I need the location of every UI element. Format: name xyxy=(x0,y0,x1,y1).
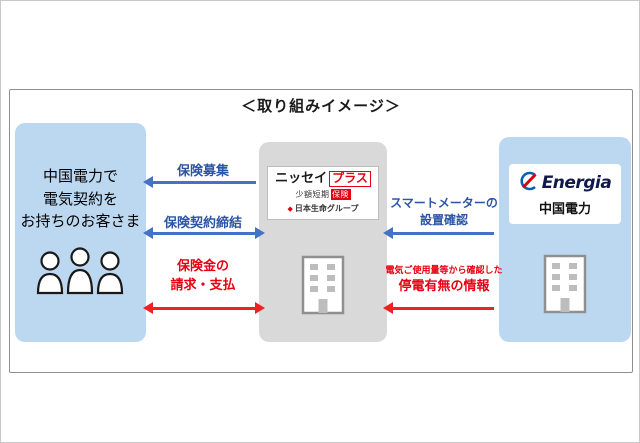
arrow-claims-payment xyxy=(143,302,265,314)
energia-box: Energia 中国電力 xyxy=(499,137,631,342)
nissay-box: ニッセイプラス 少額短期保険 ◆日本生命グループ xyxy=(259,142,387,342)
people-icon xyxy=(15,245,146,295)
nissay-subtitle-left: 少額短期 xyxy=(295,189,330,199)
energia-company-text: 中国電力 xyxy=(538,202,591,217)
customers-label: 中国電力で 電気契約を お持ちのお客さま xyxy=(20,167,141,230)
label-smart-meter-check: スマートメーターの 設置確認 xyxy=(390,196,498,227)
arrowhead-left-icon xyxy=(143,302,153,314)
nissay-name-black: ニッセイ xyxy=(275,171,328,186)
arrow-outage-info xyxy=(383,302,494,314)
label-claims-payment: 保険金の 請求・支払 xyxy=(170,259,236,293)
arrow-insurance-recruitment xyxy=(143,176,256,188)
arrowhead-right-icon xyxy=(255,227,265,239)
nissay-logo: ニッセイプラス 少額短期保険 ◆日本生命グループ xyxy=(267,166,379,220)
arrowhead-left-icon xyxy=(383,227,393,239)
nissay-logo-subtitle: 少額短期保険 xyxy=(268,188,378,200)
energia-mark-icon xyxy=(519,171,539,195)
arrow-contract-conclusion xyxy=(143,227,265,239)
arrow-smart-meter-check xyxy=(383,227,494,239)
label-insurance-recruitment: 保険募集 xyxy=(176,164,229,179)
nissay-group-text: 日本生命グループ xyxy=(294,203,359,213)
energia-logo-row: Energia xyxy=(509,171,621,195)
arrowhead-left-icon xyxy=(143,227,153,239)
nissay-subtitle-right: 保険 xyxy=(330,188,351,200)
customers-box: 中国電力で 電気契約を お持ちのお客さま xyxy=(15,123,146,342)
building-icon xyxy=(542,253,588,319)
energia-brand-text: Energia xyxy=(541,173,612,193)
nissay-group-label: ◆日本生命グループ xyxy=(268,203,378,214)
arrowhead-left-icon xyxy=(143,176,153,188)
nippon-life-mark-icon: ◆ xyxy=(287,204,293,213)
arrowhead-left-icon xyxy=(383,302,393,314)
building-icon xyxy=(300,254,346,320)
label-outage-info-note: 電気ご使用量等から確認した xyxy=(385,266,503,276)
nissay-logo-name: ニッセイプラス xyxy=(268,171,378,187)
diagram-title: ＜取り組みイメージ＞ xyxy=(241,97,401,115)
label-outage-info: 停電有無の情報 xyxy=(398,279,490,294)
label-contract-conclusion: 保険契約締結 xyxy=(163,216,242,231)
nissay-name-plus: プラス xyxy=(329,171,371,187)
energia-logo: Energia 中国電力 xyxy=(509,164,621,224)
diagram-frame: ＜取り組みイメージ＞ 中国電力で 電気契約を お持ちのお客さま xyxy=(9,89,633,373)
arrowhead-right-icon xyxy=(255,302,265,314)
